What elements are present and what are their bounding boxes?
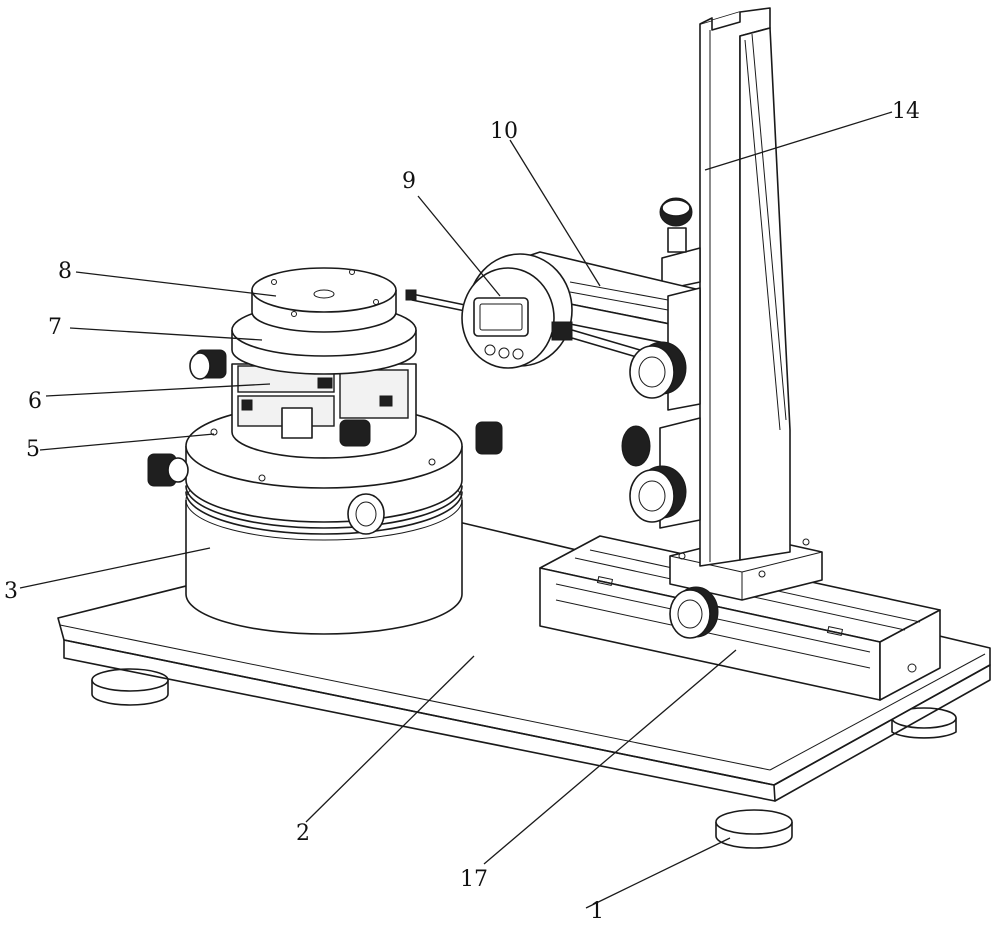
foot-front xyxy=(715,809,793,849)
label-part-1: 1 xyxy=(590,899,604,924)
carriage-knob xyxy=(669,586,719,639)
upper-clamp xyxy=(659,197,701,291)
label-part-2: 2 xyxy=(296,821,310,846)
top-platen xyxy=(251,267,397,333)
dial-indicator xyxy=(405,253,641,369)
label-part-3: 3 xyxy=(4,579,18,604)
label-part-7: 7 xyxy=(48,315,62,340)
foot-back-left xyxy=(91,668,169,706)
label-part-8: 8 xyxy=(58,259,72,284)
xy-stage xyxy=(189,349,417,459)
part-labels: 1 2 3 5 6 7 8 9 10 14 17 xyxy=(4,99,920,924)
label-part-6: 6 xyxy=(28,389,42,414)
leader-lines xyxy=(19,111,893,909)
lower-clamp xyxy=(621,417,701,529)
rotary-stage-knobs xyxy=(147,421,503,535)
label-part-5: 5 xyxy=(26,437,40,462)
label-part-10: 10 xyxy=(490,119,518,144)
cylinder-base xyxy=(185,459,463,635)
label-part-17: 17 xyxy=(460,867,488,892)
label-part-14: 14 xyxy=(892,99,920,124)
arm-knob-upper xyxy=(629,341,687,399)
label-part-9: 9 xyxy=(402,169,416,194)
vertical-column xyxy=(699,7,791,567)
